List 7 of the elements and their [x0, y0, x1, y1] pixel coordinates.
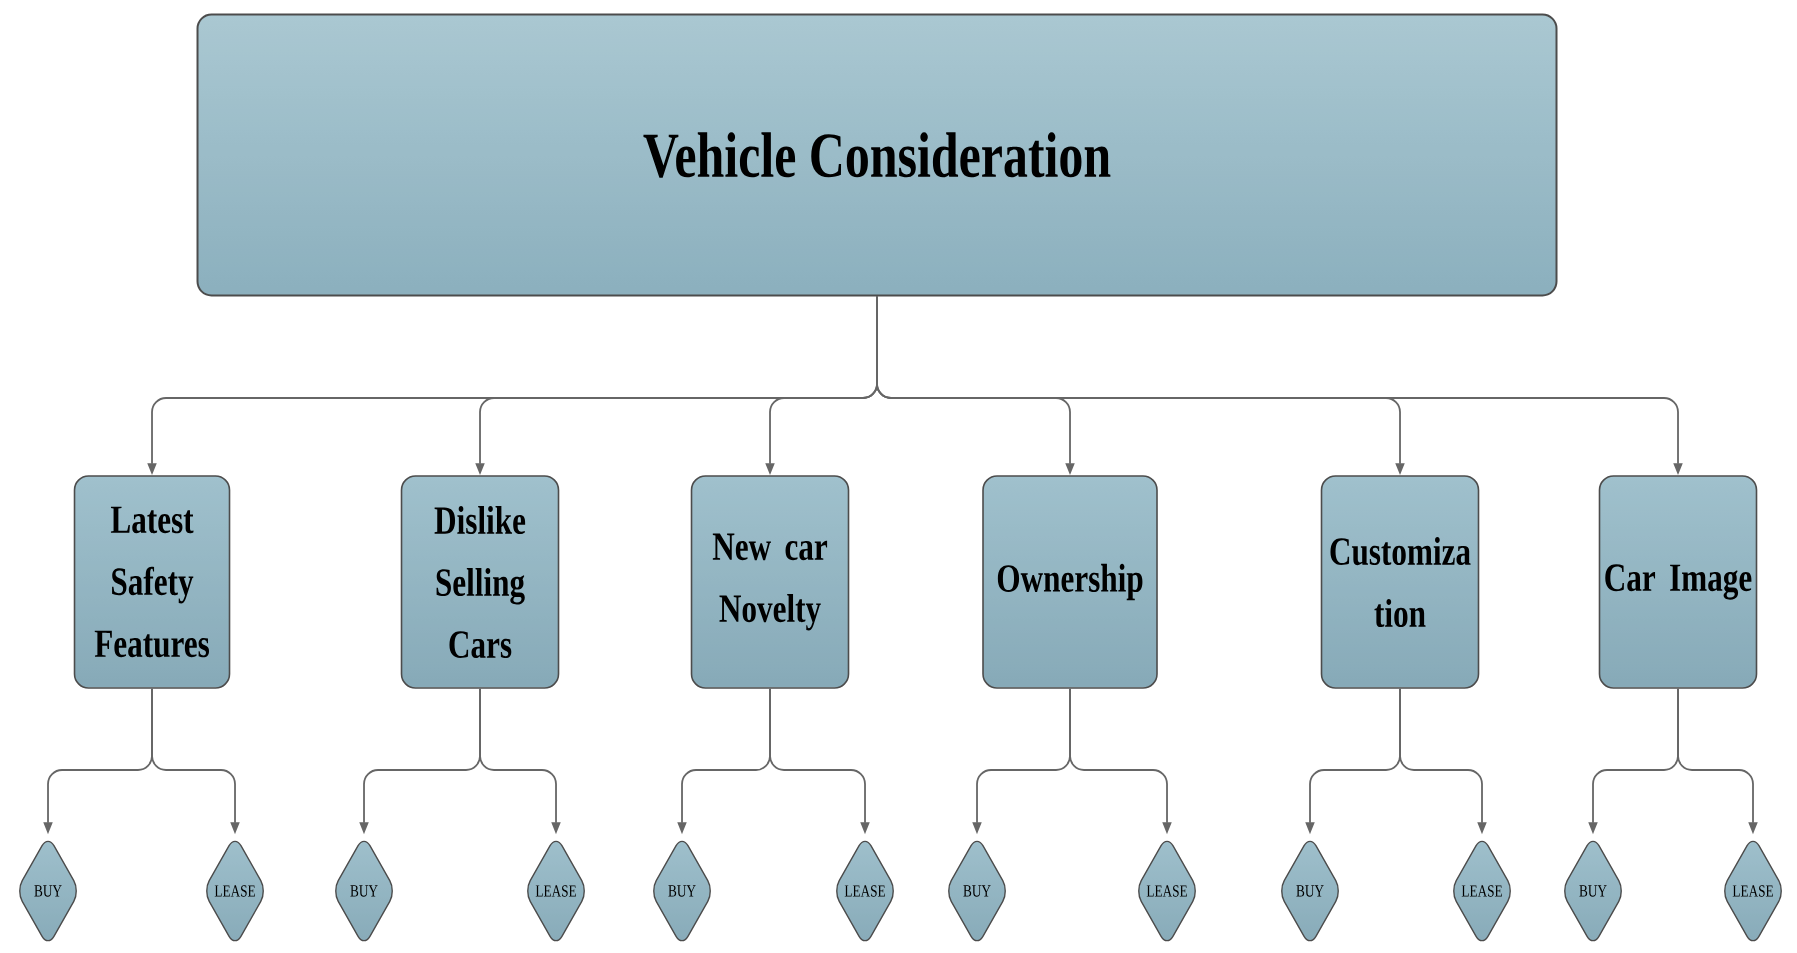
- category-box: New car Novelty: [690, 475, 850, 689]
- category-box: Latest Safety Features: [73, 475, 231, 689]
- category-box: Ownership: [982, 475, 1158, 689]
- title-box: Vehicle Consideration: [196, 13, 1558, 297]
- category-box: Dislike Selling Cars: [400, 475, 560, 689]
- category-box: Customiza tion: [1320, 475, 1480, 689]
- category-box: Car Image: [1598, 475, 1758, 689]
